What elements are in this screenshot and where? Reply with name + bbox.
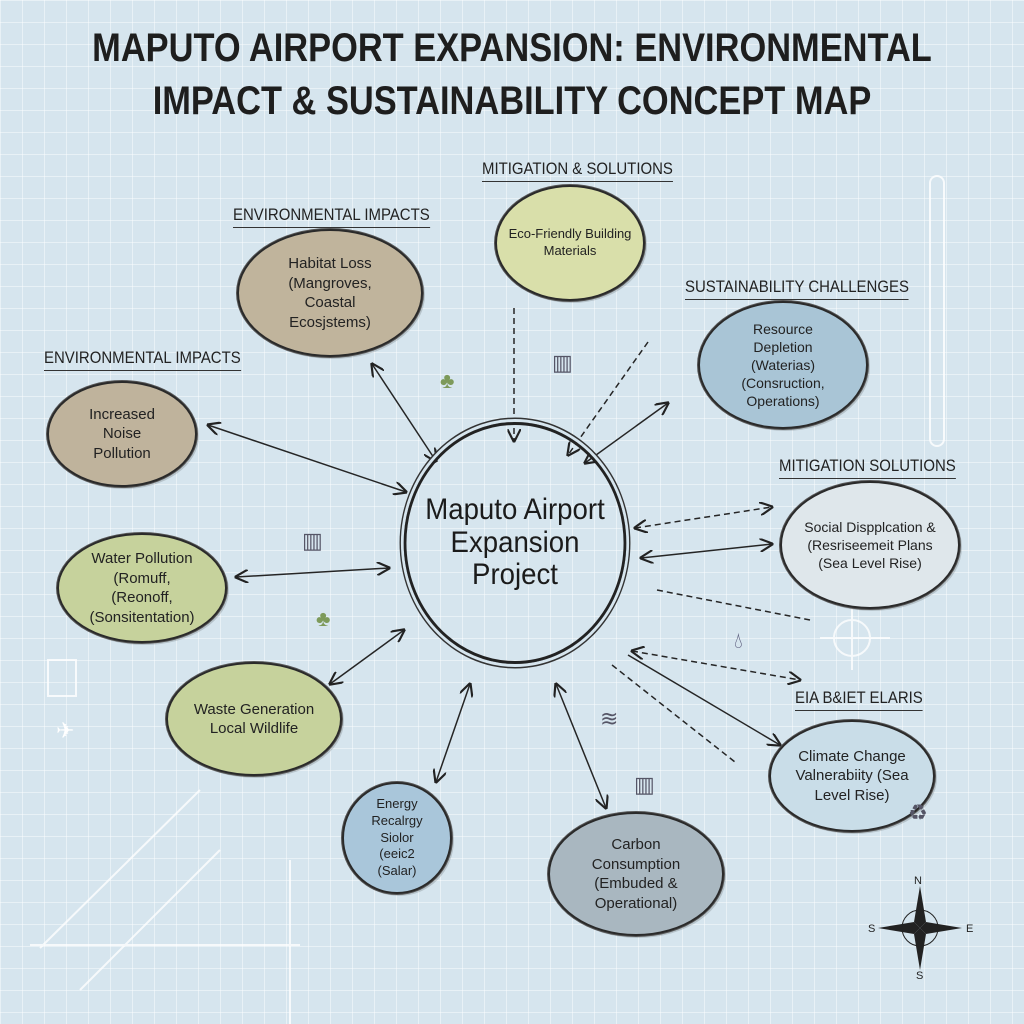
arrow-habitat xyxy=(372,364,436,461)
heading-sustainability-challenges: SUSTAINABILITY CHALLENGES xyxy=(685,277,909,300)
node-habitat-loss[interactable]: Habitat Loss (Mangroves, Coastal Ecosjst… xyxy=(237,229,423,357)
arrow-climate xyxy=(627,654,780,745)
node-energy[interactable]: Energy Recalrgy Siolor (eeic2 (Salar) xyxy=(342,782,452,894)
factory-icon: ▥ xyxy=(552,350,573,375)
arrow-waste xyxy=(330,630,404,684)
node-label: Increased Noise Pollution xyxy=(89,405,155,462)
central-node-label: Maputo Airport Expansion Project xyxy=(425,493,605,592)
compass-w-label: S xyxy=(868,923,876,935)
water-drop-icon: 💧︎ xyxy=(734,628,743,653)
title-line-2: IMPACT & SUSTAINABILITY CONCEPT MAP xyxy=(152,79,872,123)
node-carbon-consumption[interactable]: Carbon Consumption (Embuded & Operationa… xyxy=(548,812,724,936)
compass-rose-icon xyxy=(878,886,962,970)
node-label: Waste Generation Local Wildlife xyxy=(193,700,315,738)
blueprint-sketch-lines xyxy=(30,175,945,1024)
title-line-1: MAPUTO AIRPORT EXPANSION: ENVIRONMENTAL xyxy=(92,26,932,70)
arrow-eia-dashed xyxy=(632,651,800,680)
heading-environmental-impacts-left: ENVIRONMENTAL IMPACTS xyxy=(44,348,241,371)
node-eco-friendly-materials[interactable]: Eco-Friendly Building Materials xyxy=(495,185,645,301)
heading-environmental-impacts-top: ENVIRONMENTAL IMPACTS xyxy=(233,205,430,228)
node-climate-change[interactable]: Climate Change Valnerabiity (Sea Level R… xyxy=(769,720,935,832)
node-social-displacement[interactable]: Social Dispplcation & (Resriseemeit Plan… xyxy=(780,481,960,609)
node-label: Resource Depletion (Waterias) (Consructi… xyxy=(741,320,825,410)
node-label: Climate Change Valnerabiity (Sea Level R… xyxy=(795,747,909,804)
heading-mitigation-and-solutions: MITIGATION & SOLUTIONS xyxy=(482,159,673,182)
arrow-dashed-resource xyxy=(568,341,649,455)
factory-icon: ▥ xyxy=(302,528,323,553)
tree-icon: ♣ xyxy=(316,606,331,631)
recycle-icon: ♻ xyxy=(908,800,928,825)
node-label: Water Pollution (Romuff, (Reonoff, (Sons… xyxy=(89,550,195,626)
compass-e-label: E xyxy=(966,923,974,935)
central-node-project[interactable]: Maputo Airport Expansion Project xyxy=(403,422,627,664)
wave-icon: ≋ xyxy=(600,706,619,731)
node-water-pollution[interactable]: Water Pollution (Romuff, (Reonoff, (Sons… xyxy=(57,533,227,643)
arrow-dashed-low xyxy=(611,664,736,763)
node-label: Eco-Friendly Building Materials xyxy=(508,226,632,258)
arrow-social-dashed xyxy=(635,507,772,528)
node-waste-generation[interactable]: Waste Generation Local Wildlife xyxy=(166,662,342,776)
arrow-resource xyxy=(585,403,668,463)
node-label: Carbon Consumption (Embuded & Operationa… xyxy=(591,836,681,912)
arrow-water xyxy=(236,568,389,577)
heading-mitigation-solutions: MITIGATION SOLUTIONS xyxy=(779,456,956,479)
arrow-carbon xyxy=(556,684,606,808)
node-resource-depletion[interactable]: Resource Depletion (Waterias) (Consructi… xyxy=(698,301,868,429)
factory-icon: ▥ xyxy=(634,772,655,797)
arrow-social xyxy=(641,544,772,558)
arrow-noise xyxy=(208,425,406,492)
compass-s-label: S xyxy=(916,970,924,982)
node-label: Energy Recalrgy Siolor (eeic2 (Salar) xyxy=(371,795,423,879)
node-label: Habitat Loss (Mangroves, Coastal Ecosjst… xyxy=(288,255,372,331)
arrow-energy xyxy=(436,684,470,782)
node-noise-pollution[interactable]: Increased Noise Pollution xyxy=(47,381,197,487)
node-label: Social Dispplcation & (Resriseemeit Plan… xyxy=(804,518,936,572)
heading-eia: EIA B&IET ELARIS xyxy=(795,688,923,711)
airplane-icon: ✈ xyxy=(56,718,75,743)
compass-n-label: N xyxy=(914,875,922,887)
tree-icon: ♣ xyxy=(440,368,455,393)
arrow-dashed-mid xyxy=(656,589,811,621)
